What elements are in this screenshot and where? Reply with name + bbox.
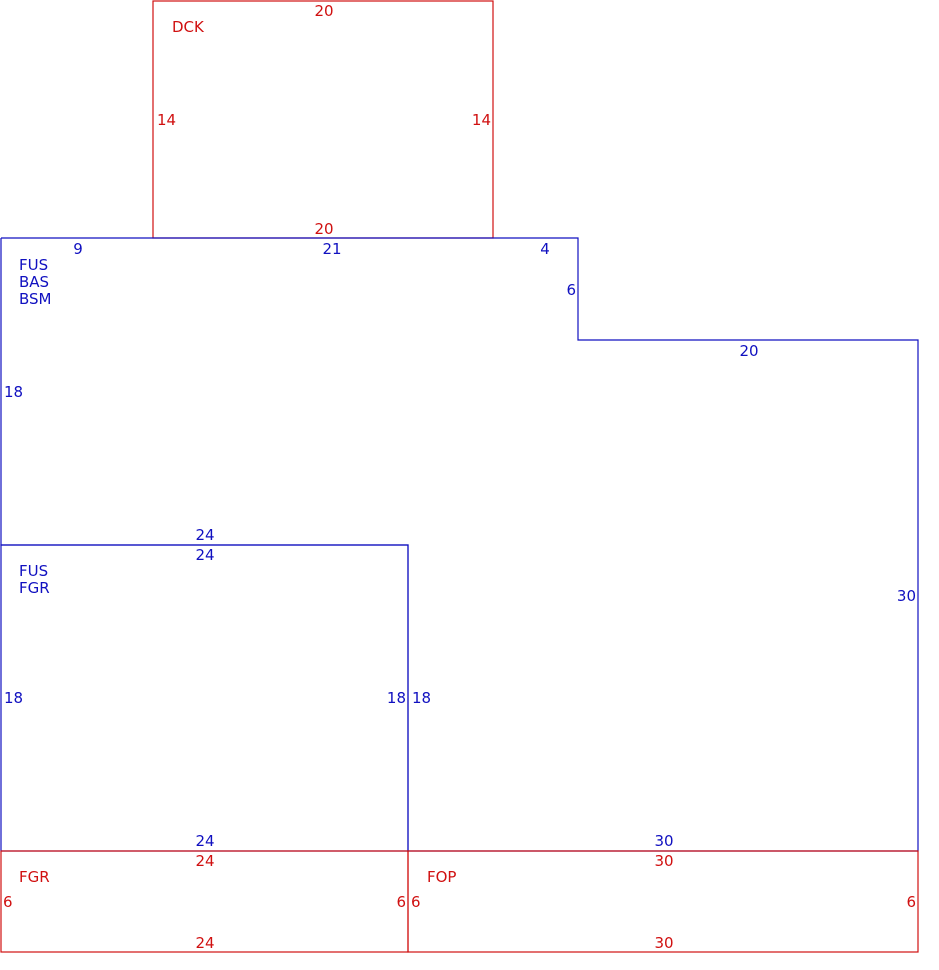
- garage-lower-dim-left: 6: [3, 893, 13, 911]
- garage-lower-code: FGR: [19, 868, 50, 886]
- main-dim-inner-right: 18: [412, 689, 431, 707]
- main-dim-top-right: 4: [540, 240, 550, 258]
- porch-dim-top: 30: [654, 852, 673, 870]
- garage-upper-dim-bottom: 24: [195, 832, 214, 850]
- porch-dim-left: 6: [411, 893, 421, 911]
- main-dim-top-mid: 21: [322, 240, 341, 258]
- area-deck[interactable]: DCK 20 20 14 14: [152, 0, 494, 239]
- main-dim-left: 18: [4, 383, 23, 401]
- area-garage-lower[interactable]: FGR 24 24 6 6: [0, 850, 409, 953]
- main-dim-top-left: 9: [73, 240, 83, 258]
- deck-dim-top: 20: [314, 2, 333, 20]
- main-dim-bottom-right: 30: [654, 832, 673, 850]
- deck-code: DCK: [172, 18, 205, 36]
- porch-dim-bottom: 30: [654, 934, 673, 952]
- garage-upper-dim-right: 18: [387, 689, 406, 707]
- garage-upper-code-1: FUS: [19, 562, 48, 580]
- garage-upper-code-2: FGR: [19, 579, 50, 597]
- main-dim-right: 30: [897, 587, 916, 605]
- porch-code: FOP: [427, 868, 456, 886]
- garage-upper-dim-left: 18: [4, 689, 23, 707]
- main-code-1: FUS: [19, 256, 48, 274]
- main-dim-lower-top: 24: [195, 526, 214, 544]
- garage-upper-dim-top: 24: [195, 546, 214, 564]
- area-porch[interactable]: FOP 30 30 6 6: [407, 850, 919, 953]
- garage-lower-dim-bottom: 24: [195, 934, 214, 952]
- main-code-3: BSM: [19, 290, 52, 308]
- garage-upper-outline: [0, 544, 409, 852]
- deck-dim-right: 14: [472, 111, 491, 129]
- deck-dim-bottom: 20: [314, 220, 333, 238]
- garage-lower-dim-top: 24: [195, 852, 214, 870]
- porch-outline: [407, 850, 919, 953]
- porch-dim-right: 6: [906, 893, 916, 911]
- deck-dim-left: 14: [157, 111, 176, 129]
- area-garage-upper[interactable]: FUS FGR 24 18 18 24: [0, 544, 409, 852]
- deck-outline: [152, 0, 494, 239]
- main-code-2: BAS: [19, 273, 49, 291]
- main-dim-step-side: 6: [566, 281, 576, 299]
- main-dim-step-top: 20: [739, 342, 758, 360]
- garage-lower-dim-right: 6: [396, 893, 406, 911]
